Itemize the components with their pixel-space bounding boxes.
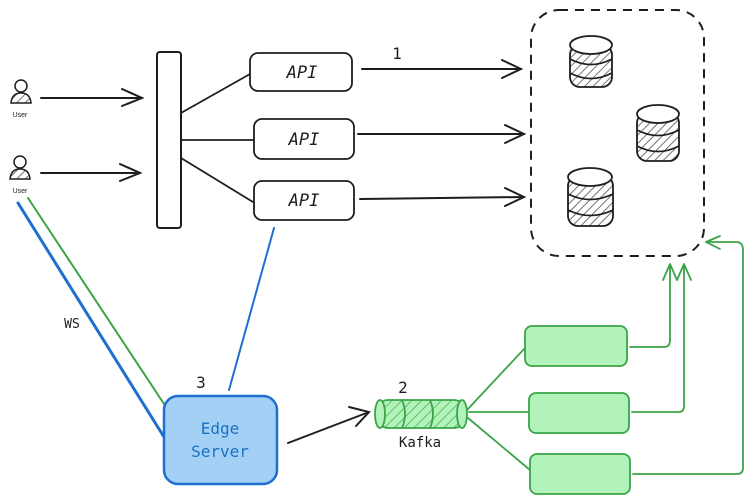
- load-balancer-bar: [156, 51, 182, 229]
- kafka-label: Kafka: [399, 435, 441, 451]
- step-label-1: 1: [392, 44, 402, 63]
- user-2: User: [9, 155, 31, 195]
- edge-server-label-line1: Edge: [201, 419, 240, 438]
- ws-label: WS: [64, 317, 80, 332]
- database-icon: [569, 35, 613, 88]
- step-label-3: 3: [196, 373, 206, 392]
- kafka-queue: [374, 399, 468, 429]
- api-label: API: [286, 63, 318, 83]
- api-label: API: [288, 130, 320, 150]
- user-label: User: [13, 188, 28, 195]
- worker-box-3: [529, 453, 631, 495]
- api-box-3: API: [253, 180, 355, 221]
- worker-box-1: [524, 325, 628, 367]
- worker-box-2: [528, 392, 630, 434]
- kafka-to-worker-lines: [466, 347, 531, 471]
- edge-server: Edge Server: [162, 394, 279, 486]
- database-icon: [636, 104, 680, 162]
- database-icon: [567, 167, 614, 227]
- worker-boxes: [524, 325, 631, 495]
- websocket-lines: [16, 197, 169, 439]
- user-to-gateway-arrows: [40, 88, 145, 182]
- api-label: API: [288, 191, 320, 211]
- database-cluster: [530, 9, 705, 257]
- step-label-2: 2: [398, 378, 408, 397]
- edge-to-api-line: [228, 227, 275, 391]
- user-1: User: [10, 79, 32, 119]
- api-box-2: API: [253, 118, 355, 160]
- api-box-1: API: [249, 52, 353, 92]
- user-icon: [9, 155, 31, 180]
- edge-server-label-line2: Server: [191, 442, 249, 461]
- user-label: User: [13, 112, 28, 119]
- edge-to-kafka-arrow: [287, 406, 371, 444]
- worker-to-db-arrows: [629, 235, 744, 475]
- gateway-to-api-lines: [180, 73, 254, 203]
- user-icon: [10, 79, 32, 104]
- api-to-db-arrows: [357, 59, 527, 207]
